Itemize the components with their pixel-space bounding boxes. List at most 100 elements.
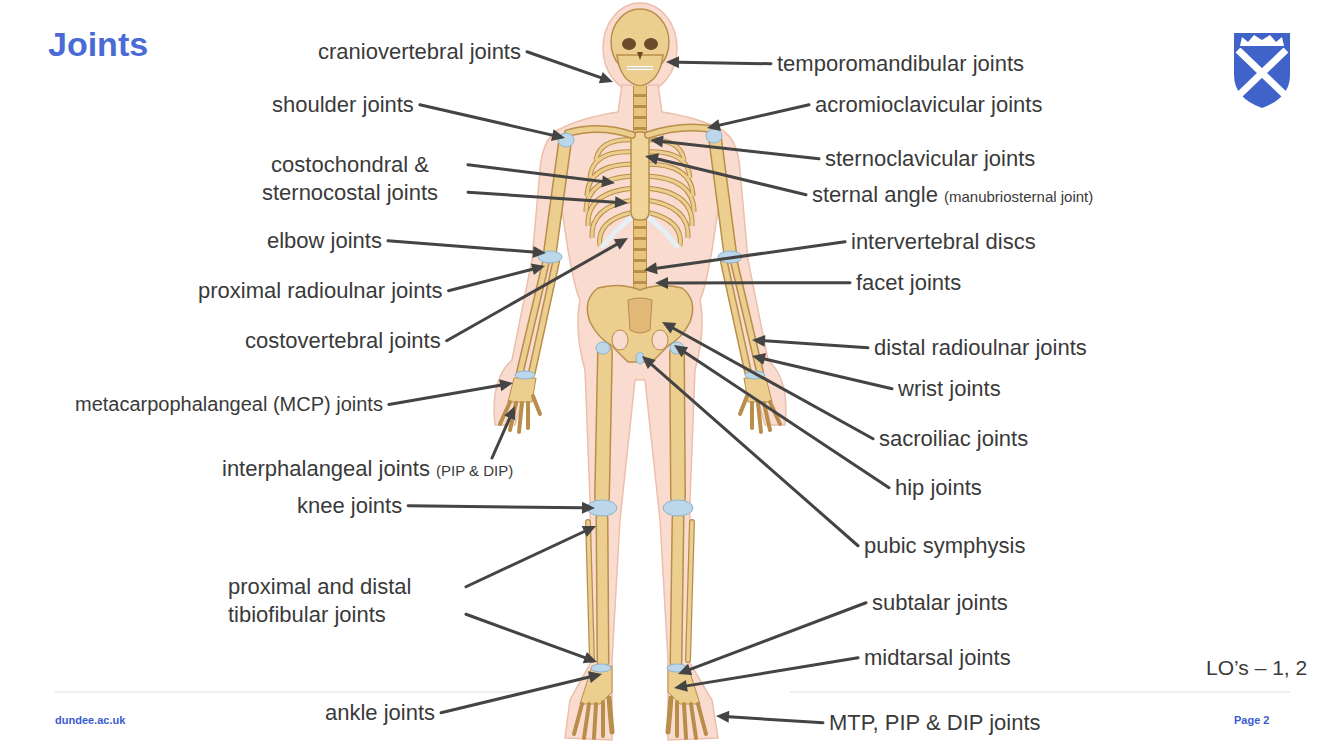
joint-label: (PIP & DIP) — [436, 462, 513, 481]
limb-bones — [602, 352, 605, 498]
foot-bones — [684, 704, 686, 738]
joint-label: facet joints — [856, 269, 961, 297]
leader-line — [658, 159, 806, 195]
arrowhead — [551, 129, 565, 141]
joint-label: metacarpophalangeal (MCP) joints — [75, 392, 383, 417]
arrowhead — [662, 322, 676, 334]
joint-label: (manubriosternal joint) — [944, 188, 1093, 207]
joint-label: proximal radioulnar joints — [198, 277, 443, 305]
limb-bones — [724, 262, 748, 372]
limb-bones — [724, 262, 748, 372]
footer-rule — [790, 692, 1290, 693]
joint-label: wrist joints — [898, 375, 1001, 403]
skull — [622, 38, 636, 50]
joint-label: craniovertebral joints — [318, 38, 521, 66]
arrowhead — [752, 353, 766, 365]
arrowhead — [504, 406, 515, 420]
leader-line — [663, 141, 819, 158]
arrowhead — [752, 335, 765, 347]
arrowhead — [655, 277, 668, 289]
joint-highlights — [636, 352, 644, 364]
leader-line — [720, 105, 809, 125]
clavicle — [648, 127, 712, 135]
limb-bones — [588, 522, 592, 660]
limb-bones — [677, 352, 678, 498]
arrowhead — [716, 711, 729, 723]
university-logo — [1234, 33, 1290, 108]
joint-label: subtalar joints — [872, 589, 1008, 617]
hand-bones — [740, 396, 747, 414]
joint-label: distal radioulnar joints — [874, 334, 1087, 362]
joint-label: intervertebral discs — [851, 228, 1036, 256]
joint-label: elbow joints — [267, 227, 382, 255]
joint-label: midtarsal joints — [864, 644, 1011, 672]
leader-line — [687, 658, 858, 686]
ribcage — [646, 212, 680, 246]
joint-highlights — [591, 664, 611, 672]
limb-bones — [520, 138, 760, 662]
leader-line — [447, 244, 617, 340]
limb-bones — [688, 522, 692, 660]
joint-label: hip joints — [895, 474, 982, 502]
arrowhead — [678, 664, 692, 675]
limb-bones — [676, 518, 678, 662]
joint-label: shoulder joints — [272, 91, 414, 119]
foot-bones — [574, 704, 582, 734]
leader-line — [441, 677, 589, 713]
leader-line — [657, 242, 845, 268]
hand-bones — [526, 403, 530, 428]
arrowhead — [531, 263, 545, 275]
limb-bones — [677, 352, 678, 498]
joint-highlights — [706, 129, 722, 143]
limb-bones — [602, 352, 605, 498]
leader-line — [673, 328, 873, 438]
skull — [637, 52, 643, 60]
joint-label: interphalangeal joints — [222, 455, 430, 483]
foot-bones — [668, 698, 671, 732]
limb-bones — [676, 518, 678, 662]
clavicle — [568, 129, 632, 135]
limb-bones — [602, 518, 603, 662]
arrowhead — [674, 345, 688, 357]
joint-highlights — [515, 129, 765, 672]
university-logo — [1234, 33, 1290, 108]
foot-bones — [691, 704, 696, 738]
arrowhead — [588, 671, 602, 683]
joint-label: costovertebral joints — [245, 327, 441, 355]
foot-bones — [609, 698, 612, 732]
university-logo — [1234, 33, 1290, 48]
leader-line — [652, 365, 858, 546]
page-number: Page 2 — [1234, 714, 1269, 728]
hand-bones — [758, 403, 761, 432]
leader-line — [765, 359, 892, 389]
pelvis — [587, 285, 692, 362]
leader-line — [466, 532, 584, 587]
arrowhead — [645, 153, 659, 165]
limb-bones — [532, 262, 556, 372]
leader-line — [527, 52, 601, 78]
joint-label: temporomandibular joints — [777, 50, 1024, 78]
joint-label: sternal angle — [812, 181, 938, 209]
hand-bones — [519, 403, 522, 432]
arrowhead — [650, 135, 664, 147]
hand-bones — [533, 396, 540, 414]
skull — [611, 9, 669, 86]
joint-label: pubic symphysis — [864, 532, 1025, 560]
leader-line — [729, 717, 823, 723]
body-silhouette — [603, 3, 677, 93]
limb-bones — [602, 518, 603, 662]
foot-bones — [698, 704, 706, 734]
leader-line — [408, 506, 582, 508]
foot-bones — [601, 702, 605, 736]
arrowhead — [601, 175, 615, 187]
leader-line — [679, 62, 771, 64]
clavicle — [568, 129, 632, 135]
joint-highlights — [515, 371, 535, 379]
arrowhead — [583, 652, 597, 663]
limb-bones — [715, 138, 730, 252]
limb-bones — [715, 138, 730, 252]
arrowhead — [615, 196, 628, 208]
hand-bones — [750, 403, 754, 428]
